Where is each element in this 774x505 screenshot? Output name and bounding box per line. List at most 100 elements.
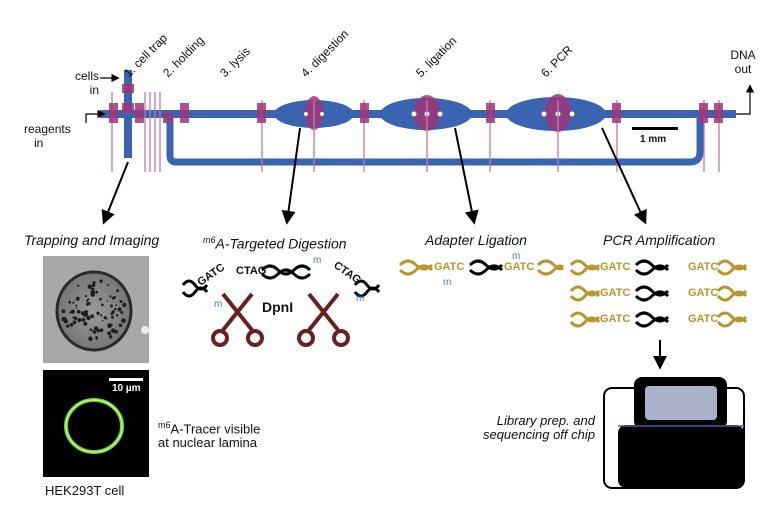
cell-speckle: [100, 328, 104, 332]
sequencer-icon: [603, 377, 745, 489]
gatc-pcr-3a: GATC: [600, 313, 631, 325]
cell-speckle: [115, 314, 119, 317]
cell-speckle: [75, 307, 78, 309]
cell-speckle: [118, 308, 121, 311]
cell-speckle: [110, 315, 114, 319]
reagents-in-arrow: [85, 109, 106, 123]
scale-bar-label: 1 mm: [640, 134, 667, 145]
brightfield-image: [43, 256, 149, 363]
cell-speckle: [84, 294, 88, 298]
cell-speckle: [69, 323, 74, 327]
process-arrows: [101, 127, 667, 370]
digestion-dna: [181, 264, 381, 298]
methyl-mark: m: [356, 293, 365, 304]
methyl-mark: m: [443, 277, 452, 288]
cell-speckle: [101, 320, 104, 322]
dpni-label: DpnI: [262, 299, 294, 315]
cell-speckle: [76, 284, 80, 287]
cell-speckle: [69, 311, 72, 314]
methyl-mark: m: [214, 299, 223, 310]
cell-speckle: [122, 302, 127, 308]
cell-speckle: [99, 279, 103, 283]
cell-speckle: [92, 281, 96, 285]
methyl-mark: m: [512, 251, 521, 262]
scissors-icon: [211, 292, 264, 347]
cell-speckle: [90, 290, 95, 295]
digestion-title: m6A-Targeted Digestion: [203, 235, 347, 252]
dna-out-arrow: [736, 84, 755, 115]
cell-speckle: [99, 297, 102, 301]
cell-speckle: [91, 283, 96, 288]
gatc-ligation-left: GATC: [434, 261, 465, 273]
trapping-title: Trapping and Imaging: [24, 232, 160, 248]
cell-speckle: [109, 295, 112, 298]
cell-speckle: [87, 284, 93, 290]
cell-speckle: [108, 335, 113, 339]
cell-speckle: [90, 314, 93, 317]
return-channel: [166, 114, 704, 166]
microfluidic-chip: [85, 70, 755, 172]
cell-speckle: [66, 324, 70, 328]
cell-speckle: [114, 307, 117, 311]
cell-speckle: [107, 331, 112, 336]
cell-speckle: [119, 324, 123, 327]
cell-speckle: [110, 328, 116, 333]
tracer-label: m6A-Tracer visible at nuclear lamina: [158, 420, 261, 451]
gatc-digest-mid: CTAG: [236, 265, 267, 277]
valve-blocks: [109, 84, 723, 123]
cell-speckle: [121, 318, 126, 323]
cell-speckle: [111, 310, 115, 314]
micro-scale-label: 10 µm: [112, 383, 141, 394]
cell-speckle: [105, 317, 108, 320]
cell-speckle: [110, 304, 113, 308]
cell-speckle: [95, 290, 99, 294]
cell-speckle: [119, 300, 123, 303]
gatc-pcr-2b: GATC: [688, 287, 719, 299]
gatc-pcr-3b: GATC: [688, 313, 719, 325]
fluorescence-image: [43, 370, 149, 477]
cell-speckle: [91, 287, 95, 292]
cell-speckle: [109, 323, 113, 327]
cell-speckle: [75, 304, 78, 307]
cell-speckle: [86, 315, 91, 321]
cell-speckle: [76, 310, 81, 314]
cell-speckle: [85, 303, 89, 306]
cell-speckle: [74, 316, 78, 320]
cell-speckle: [70, 309, 75, 314]
cell-speckle: [115, 304, 118, 307]
cell-speckle: [83, 311, 89, 317]
gatc-pcr-2a: GATC: [600, 287, 631, 299]
gatc-ligation-right: GATC: [504, 261, 535, 273]
cell-speckle: [75, 296, 80, 301]
cell-speckle: [96, 329, 99, 332]
cell-speckle: [107, 284, 110, 287]
scissors-icon: [297, 292, 350, 347]
cell-speckle: [101, 303, 104, 307]
cell-speckle: [83, 321, 88, 326]
pcr-dna: [569, 259, 748, 328]
scale-bar: [632, 127, 678, 130]
cell-speckle: [113, 296, 117, 299]
cell-speckle: [106, 300, 108, 302]
cell-inlet-channel: [124, 70, 132, 158]
hek-label: HEK293T cell: [45, 483, 125, 498]
cell-speckle: [100, 314, 103, 317]
cell-speckle: [88, 336, 93, 341]
cell-speckle: [61, 309, 66, 314]
cell-speckle: [92, 329, 96, 333]
cell-speckle: [77, 318, 82, 323]
cell-speckle: [95, 337, 99, 340]
gatc-pcr-1b: GATC: [688, 261, 719, 273]
cell-speckle: [96, 311, 100, 315]
cell-speckle: [81, 317, 86, 322]
cell-speckle: [116, 289, 119, 293]
cell-speckle: [63, 319, 68, 324]
gatc-pcr-1a: GATC: [600, 261, 631, 273]
ligation-title: Adapter Ligation: [425, 232, 527, 248]
methyl-mark: m: [313, 255, 322, 266]
cell-speckle: [72, 301, 75, 304]
